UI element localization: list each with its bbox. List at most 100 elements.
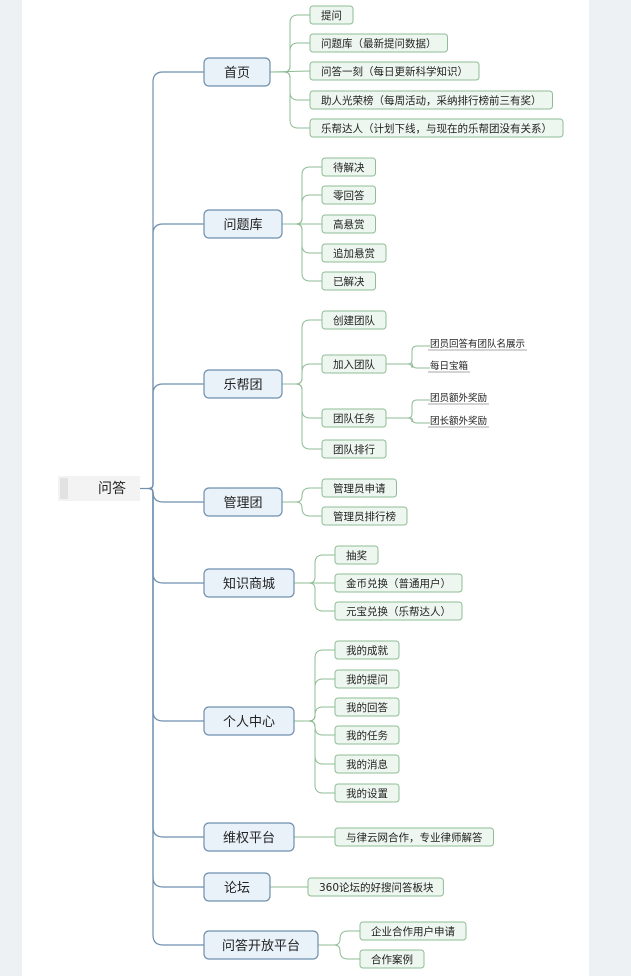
root-node-box [58,476,140,501]
child-label: 我的成就 [346,644,388,657]
child-label: 团队排行 [333,443,375,456]
branch-label: 乐帮团 [223,378,262,393]
child-label: 已解决 [333,275,365,288]
child-label: 管理员排行榜 [333,510,396,523]
branch-label: 管理团 [223,496,262,511]
child-node[interactable]: 360论坛的好搜问答板块 [307,877,444,897]
child-node[interactable]: 乐帮达人（计划下线，与现在的乐帮团没有关系） [309,118,564,138]
child-node[interactable]: 问题库（最新提问数据） [309,33,448,53]
branch-node-box [203,872,271,902]
child-node-box [334,754,400,774]
child-label: 管理员申请 [333,482,386,495]
child-node-box [321,310,387,330]
child-node-box [334,545,379,565]
child-node[interactable]: 元宝兑换（乐帮达人） [334,601,463,621]
child-node[interactable]: 合作案例 [359,949,425,969]
child-node[interactable]: 团队任务 [321,408,387,428]
child-node-box [334,601,463,621]
branch-label: 个人中心 [223,715,275,730]
branch-label: 论坛 [224,881,250,896]
child-node-box [321,354,387,374]
child-label: 我的回答 [346,701,388,714]
child-label: 问题库（最新提问数据） [321,37,437,50]
child-node[interactable]: 抽奖 [334,545,379,565]
branch-edge [148,71,204,490]
branch-label: 知识商城 [223,576,275,592]
leaf-node[interactable]: 团员额外奖励 [428,392,489,405]
child-node[interactable]: 待解决 [321,157,376,177]
child-node[interactable]: 加入团队 [321,354,387,374]
leaf-label: 团员回答有团队名展示 [430,338,525,350]
branch-label: 首页 [224,66,250,81]
child-node-box [321,185,376,205]
branch-node[interactable]: 乐帮团 [203,369,283,399]
child-label: 我的消息 [346,758,388,771]
child-node-box [321,439,387,459]
child-node[interactable]: 追加悬赏 [321,243,387,263]
child-node-box [334,573,463,593]
child-label: 团队任务 [333,412,375,425]
child-node-box [307,877,444,897]
child-node[interactable]: 我的设置 [334,783,400,803]
child-node[interactable]: 已解决 [321,271,376,291]
child-node[interactable]: 高悬赏 [321,214,376,234]
child-node-box [321,243,387,263]
child-label: 元宝兑换（乐帮达人） [346,605,451,618]
branch-node-box [203,369,283,399]
branch-edge [148,487,204,503]
child-node-box [309,61,480,81]
leaf-node[interactable]: 团长额外奖励 [428,415,489,428]
branch-node-box [203,706,295,736]
branch-node[interactable]: 个人中心 [203,706,295,736]
branch-node[interactable]: 管理团 [203,487,283,517]
child-node[interactable]: 我的回答 [334,697,400,717]
leaf-edge [386,399,430,419]
branch-node[interactable]: 论坛 [203,872,271,902]
child-node[interactable]: 管理员申请 [321,478,397,498]
child-node[interactable]: 我的提问 [334,669,400,689]
child-node[interactable]: 零回答 [321,185,376,205]
branch-node-box [203,568,295,598]
branch-edge [148,223,204,490]
child-node-box [334,827,494,847]
branch-edge [148,487,204,838]
branch-node-box [203,57,271,87]
child-label: 合作案例 [371,953,413,966]
branch-node[interactable]: 问题库 [203,209,283,239]
leaf-edge [386,345,430,365]
child-edge [270,71,310,129]
child-node-box [321,408,387,428]
child-node[interactable]: 我的消息 [334,754,400,774]
child-node[interactable]: 我的成就 [334,640,400,660]
child-label: 乐帮达人（计划下线，与现在的乐帮团没有关系） [321,122,552,135]
child-edge [294,720,335,794]
branch-node[interactable]: 问答开放平台 [203,930,319,960]
child-edge [282,383,322,450]
child-node[interactable]: 团队排行 [321,439,387,459]
branch-label: 问答开放平台 [222,938,300,954]
child-node[interactable]: 助人光荣榜（每周活动，采纳排行榜前三有奖） [309,90,553,110]
child-edge [294,706,335,722]
branch-node[interactable]: 知识商城 [203,568,295,598]
leaf-node[interactable]: 每日宝箱 [428,360,470,373]
child-label: 问答一刻（每日更新科学知识） [321,65,468,78]
child-node[interactable]: 企业合作用户申请 [359,921,467,941]
child-label: 待解决 [333,161,365,174]
branch-node[interactable]: 维权平台 [203,822,295,852]
child-node[interactable]: 与律云网合作，专业律师解答 [334,827,494,847]
child-node[interactable]: 提问 [309,5,354,25]
root-node[interactable]: 问答 [58,476,140,501]
leaf-label: 团长额外奖励 [430,415,487,427]
child-edge [282,363,322,385]
child-node[interactable]: 金币兑换（普通用户） [334,573,463,593]
branch-node[interactable]: 首页 [203,57,271,87]
child-node[interactable]: 问答一刻（每日更新科学知识） [309,61,480,81]
child-node[interactable]: 管理员排行榜 [321,506,408,526]
branch-label: 问题库 [223,217,262,233]
branch-edge [148,487,204,888]
leaf-node[interactable]: 团员回答有团队名展示 [428,338,527,351]
child-node[interactable]: 我的任务 [334,725,400,745]
child-node[interactable]: 创建团队 [321,310,387,330]
